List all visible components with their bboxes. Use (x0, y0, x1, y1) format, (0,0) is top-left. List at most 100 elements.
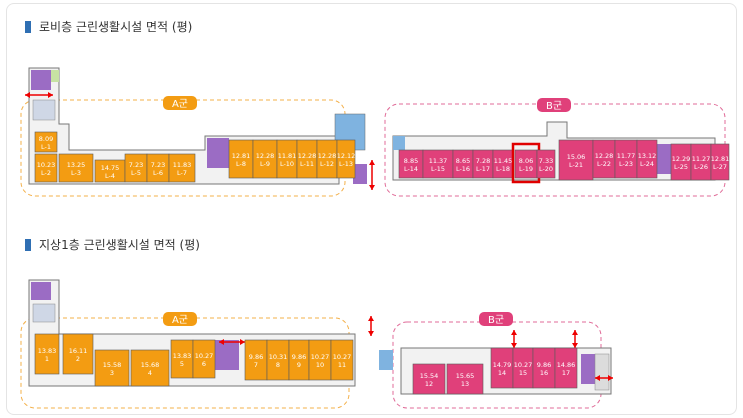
unit-9: 9.869 (288, 339, 310, 381)
unit-box (554, 347, 578, 389)
unit-box (130, 349, 170, 387)
unit-id: 16 (540, 369, 548, 377)
unit-id: 15 (519, 369, 527, 377)
group-b-badge (537, 98, 571, 112)
unit-area: 14.79 (493, 361, 512, 369)
unit-box (34, 131, 58, 153)
unit-area: 8.09 (39, 135, 53, 143)
unit-area: 15.54 (420, 372, 439, 380)
unit-id: L-8 (236, 160, 246, 168)
unit-box (58, 153, 94, 183)
unit-id: L-1 (41, 143, 51, 151)
unit-L-2: 10.23L-2 (34, 153, 58, 183)
arrow-head (595, 375, 613, 381)
unit-area: 12.81 (711, 155, 730, 163)
unit-area: 16.11 (69, 347, 88, 355)
group-b-label: B군 (488, 314, 504, 326)
unit-area: 11.81 (278, 152, 297, 160)
unit-5: 13.835 (170, 339, 194, 379)
unit-id: 5 (180, 360, 184, 368)
stair-core (353, 164, 367, 184)
unit-L-5: 7.23L-5 (124, 153, 148, 183)
unit-id: L-6 (153, 169, 163, 177)
unit-id: 7 (254, 361, 258, 369)
unit-area: 15.68 (141, 361, 160, 369)
unit-id: L-14 (404, 165, 418, 173)
unit-id: 14 (498, 369, 506, 377)
unit-area: 13.12 (638, 152, 657, 160)
elevator-core (51, 70, 59, 82)
unit-id: L-24 (640, 160, 654, 168)
arrow-head (572, 330, 578, 348)
unit-L-6: 7.23L-6 (146, 153, 170, 183)
unit-2: 16.112 (62, 333, 94, 375)
unit-id: L-2 (41, 169, 51, 177)
unit-id: 2 (76, 355, 80, 363)
unit-id: L-19 (519, 165, 533, 173)
unit-id: L-18 (496, 165, 510, 173)
unit-L-13: 12.12L-13 (337, 139, 355, 179)
unit-box (192, 339, 216, 379)
unit-box (558, 139, 594, 181)
unit-box (330, 339, 354, 381)
unit-area: 7.23 (151, 161, 165, 169)
stair-core (31, 282, 51, 300)
section-title-text: 로비층 근린생활시설 면적 (평) (39, 20, 193, 34)
unit-id: L-4 (105, 172, 115, 180)
unit-box (94, 349, 130, 387)
unit-area: 15.65 (456, 372, 475, 380)
unit-area: 14.75 (101, 164, 120, 172)
unit-box (422, 149, 454, 179)
restroom-core (379, 350, 393, 370)
stair-core (213, 340, 239, 370)
unit-area: 9.86 (249, 353, 263, 361)
unit-area: 11.37 (429, 157, 448, 165)
unit-area: 7.28 (476, 157, 490, 165)
unit-area: 12.28 (256, 152, 275, 160)
unit-box (168, 153, 196, 183)
unit-area: 10.31 (269, 353, 288, 361)
unit-id: L-7 (177, 169, 187, 177)
title-marker (25, 20, 31, 33)
stair-core (581, 354, 597, 384)
unit-area: 12.28 (318, 152, 337, 160)
unit-id: 1 (45, 355, 49, 363)
unit-id: L-15 (431, 165, 445, 173)
unit-3: 15.583 (94, 349, 130, 387)
unit-7: 9.867 (244, 339, 268, 381)
section-title-lobby: 로비층 근린생활시설 면적 (평) (25, 18, 192, 35)
diagram-frame: 로비층 근린생활시설 면적 (평) 지상1층 근린생활시설 면적 (평) A군 … (6, 3, 737, 415)
arrow-head (368, 316, 374, 336)
unit-L-7: 11.83L-7 (168, 153, 196, 183)
unit-box (34, 153, 58, 183)
unit-L-18: 11.45L-18 (492, 149, 514, 179)
floor-plans: A군 B군 A군 (20, 67, 730, 409)
unit-L-24: 13.12L-24 (636, 139, 658, 179)
unit-id: 13 (461, 380, 469, 388)
unit-L-3: 13.25L-3 (58, 153, 94, 183)
unit-L-10: 11.81L-10 (276, 139, 298, 179)
title-marker (25, 238, 31, 251)
unit-area: 14.86 (557, 361, 576, 369)
unit-area: 11.27 (692, 155, 711, 163)
unit-id: 11 (338, 361, 346, 369)
unit-box (252, 139, 278, 179)
unit-L-25: 12.29L-25 (670, 143, 692, 181)
unit-id: L-13 (339, 160, 353, 168)
unit-box (62, 333, 94, 375)
unit-L-8: 12.81L-8 (228, 139, 254, 179)
unit-area: 15.58 (103, 361, 122, 369)
unit-id: 17 (562, 369, 570, 377)
unit-area: 11.77 (617, 152, 636, 160)
unit-L-16: 8.65L-16 (452, 149, 474, 179)
unit-id: L-11 (300, 160, 314, 168)
unit-L-11: 12.28L-11 (296, 139, 318, 179)
unit-1: 13.831 (34, 333, 60, 375)
unit-id: L-21 (569, 161, 583, 169)
unit-area: 12.81 (232, 152, 251, 160)
unit-id: 10 (316, 361, 324, 369)
